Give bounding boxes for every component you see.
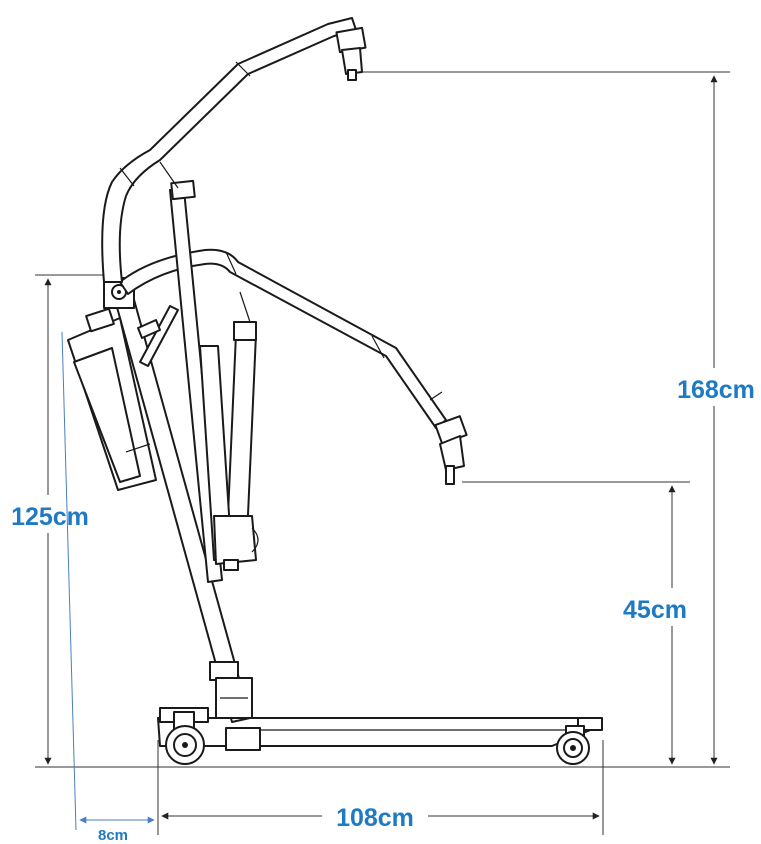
lower-boom [119, 248, 447, 429]
rear-offset-label: 8cm [98, 827, 128, 844]
lower-spreader-hook [434, 415, 468, 485]
min-height-label: 45cm [623, 596, 687, 624]
lower-actuator [199, 291, 259, 571]
upper-spreader-hook [335, 26, 367, 81]
battery-box [67, 307, 157, 491]
max-height-label: 168cm [677, 376, 755, 404]
base-frame [157, 707, 603, 751]
mast-height-label: 125cm [11, 503, 89, 531]
dimension-max-height: 168cm [360, 71, 760, 765]
front-caster-wheel [556, 725, 590, 765]
dimension-min-height: 45cm [462, 481, 694, 765]
dimension-rear-offset: 8cm [61, 331, 155, 844]
upper-boom [101, 17, 357, 283]
base-length-label: 108cm [336, 804, 414, 832]
dimension-mast-height: 125cm [6, 274, 110, 765]
push-handle [137, 305, 179, 367]
rear-caster-wheel [165, 711, 205, 765]
dimension-base-length: 108cm [157, 740, 604, 835]
